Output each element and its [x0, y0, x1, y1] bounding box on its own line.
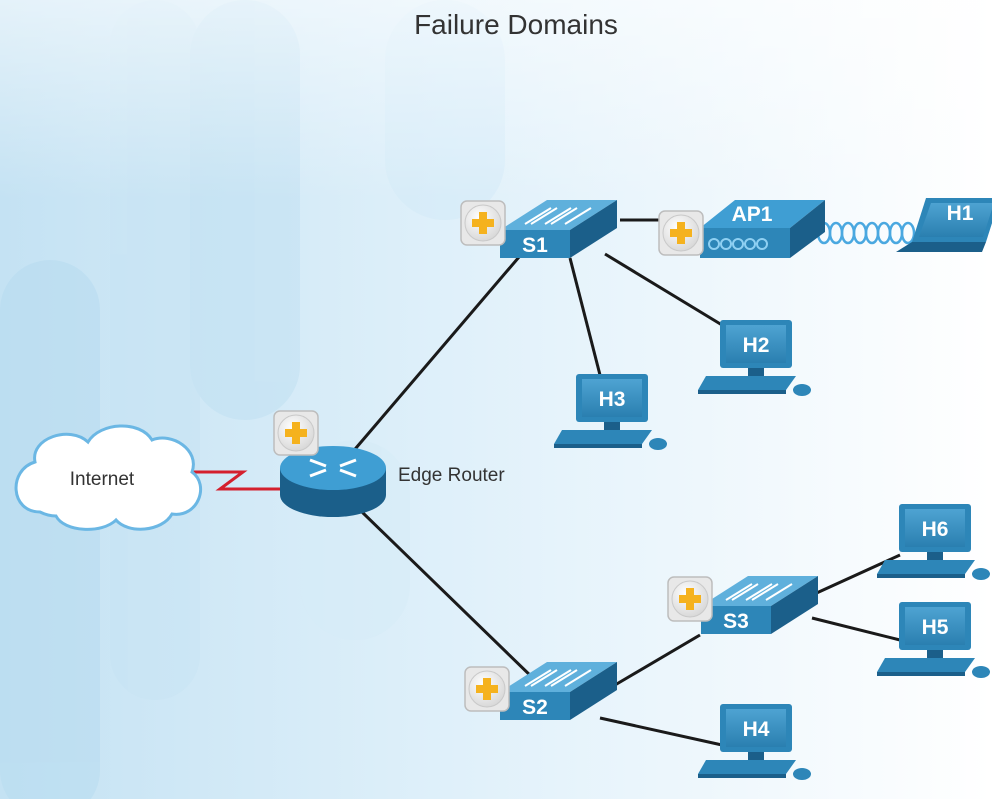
h6-label: H6: [922, 518, 949, 541]
h2-label: H2: [743, 334, 770, 357]
switch-s3[interactable]: S3: [700, 575, 819, 635]
router-label: Edge Router: [398, 465, 505, 486]
host-h6[interactable]: H6: [877, 504, 990, 580]
serial-link: [193, 470, 280, 491]
switch-s1[interactable]: S1: [499, 199, 618, 259]
s3-label: S3: [723, 610, 749, 633]
plus-icon: [273, 410, 319, 456]
s1-label: S1: [522, 234, 548, 257]
plus-icon: [460, 200, 506, 246]
expand-button-ap1[interactable]: [658, 210, 704, 256]
cloud-icon: [14, 424, 203, 531]
link-s1-h2: [604, 252, 723, 327]
host-h5[interactable]: H5: [877, 602, 990, 678]
expand-button-s2[interactable]: [464, 666, 510, 712]
plus-icon: [464, 666, 510, 712]
link-s1-h3: [568, 257, 602, 376]
ap1-label: AP1: [732, 203, 773, 226]
router-icon: [280, 446, 386, 517]
host-h4[interactable]: H4: [698, 704, 811, 780]
h1-label: H1: [947, 202, 974, 225]
internet-label: Internet: [70, 469, 135, 490]
access-point-icon: [700, 200, 825, 258]
h4-label: H4: [743, 718, 770, 741]
diagram-title: Failure Domains: [414, 9, 618, 40]
link-s2-s3: [614, 633, 701, 687]
expand-button-s1[interactable]: [460, 200, 506, 246]
link-router-s1: [348, 249, 527, 456]
links: [348, 218, 901, 747]
switch-s2[interactable]: S2: [499, 661, 618, 721]
plus-icon: [667, 576, 713, 622]
edge-router[interactable]: [280, 446, 386, 517]
host-h1[interactable]: H1: [896, 198, 992, 252]
host-h2[interactable]: H2: [698, 320, 811, 396]
h3-label: H3: [599, 388, 626, 411]
link-s3-h5: [811, 616, 901, 642]
s2-label: S2: [522, 696, 548, 719]
internet-cloud: Internet: [14, 424, 203, 531]
link-s2-h4: [599, 716, 723, 747]
host-h3[interactable]: H3: [554, 374, 667, 450]
expand-button-s3[interactable]: [667, 576, 713, 622]
h5-label: H5: [922, 616, 949, 639]
plus-icon: [658, 210, 704, 256]
expand-button-router[interactable]: [273, 410, 319, 456]
link-router-s2: [360, 510, 537, 682]
access-point-ap1[interactable]: AP1: [700, 200, 825, 258]
